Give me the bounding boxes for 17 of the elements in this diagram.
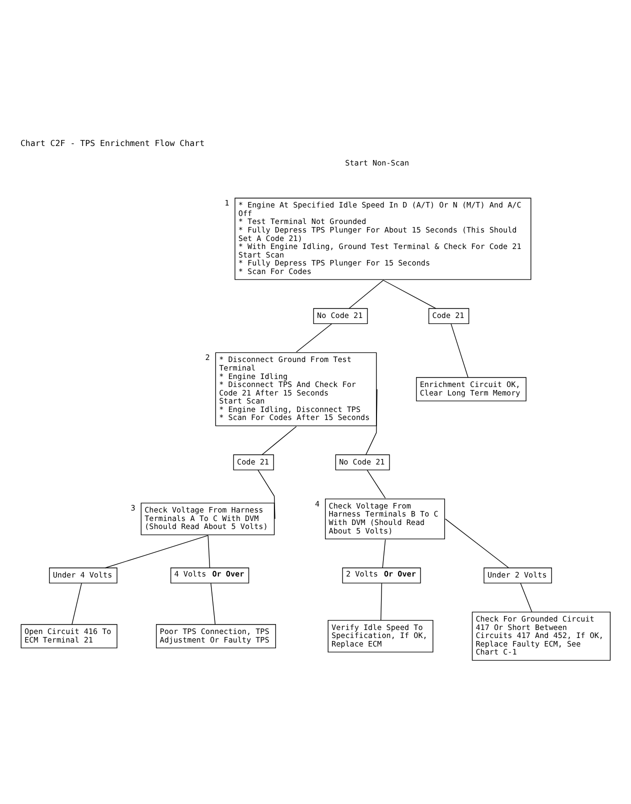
connector [210, 582, 216, 625]
connector [208, 535, 210, 568]
connector [450, 324, 468, 378]
connector [296, 323, 332, 352]
diagram-title: Chart C2F - TPS Enrichment Flow Chart [20, 138, 205, 148]
connector [520, 582, 532, 612]
connector [380, 582, 382, 621]
connector [258, 470, 276, 520]
connector [382, 539, 386, 568]
connector [382, 280, 436, 309]
connector [366, 388, 378, 455]
connector [72, 582, 82, 625]
connector [104, 535, 208, 568]
connector [348, 280, 384, 309]
connector [262, 426, 297, 456]
connector [445, 518, 509, 568]
connector [366, 470, 386, 499]
